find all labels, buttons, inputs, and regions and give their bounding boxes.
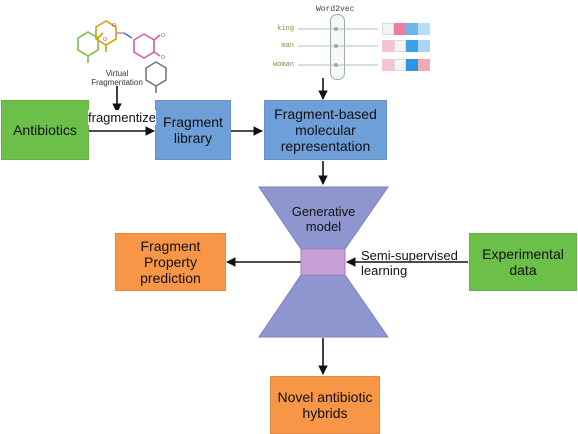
fragment-library-node: Fragment library <box>155 100 231 160</box>
svg-text:O: O <box>161 33 165 39</box>
word2vec-title: Word2vec <box>316 5 355 14</box>
novel-hybrids-node: Novel antibiotic hybrids <box>270 376 380 434</box>
svg-text:O: O <box>161 55 165 61</box>
svg-text:O: O <box>112 23 116 29</box>
fragmentize-label: fragmentize <box>88 110 156 125</box>
word-woman: woman <box>272 61 294 69</box>
experimental-data-node: Experimental data <box>469 233 577 291</box>
virtual-fragmentation-label: Virtual Fragmentation <box>91 69 143 87</box>
antibiotics-node: Antibiotics <box>1 100 89 160</box>
fragment-property-node: Fragment Property prediction <box>115 233 226 291</box>
fragment-representation-node: Fragment-based molecular representation <box>264 100 387 160</box>
word-king: king <box>277 25 294 33</box>
latent-space <box>300 248 346 276</box>
antibiotic-molecule <box>77 20 167 93</box>
embedding-woman <box>382 59 430 71</box>
svg-text:O: O <box>103 37 107 43</box>
generative-model-label: Generative model <box>291 204 356 234</box>
embedding-man <box>382 40 430 52</box>
word-man: man <box>281 42 294 50</box>
embedding-king <box>382 23 430 35</box>
molecule-atoms: O O O O <box>103 23 165 61</box>
semi-supervised-label: Semi-supervised learning <box>361 248 458 278</box>
